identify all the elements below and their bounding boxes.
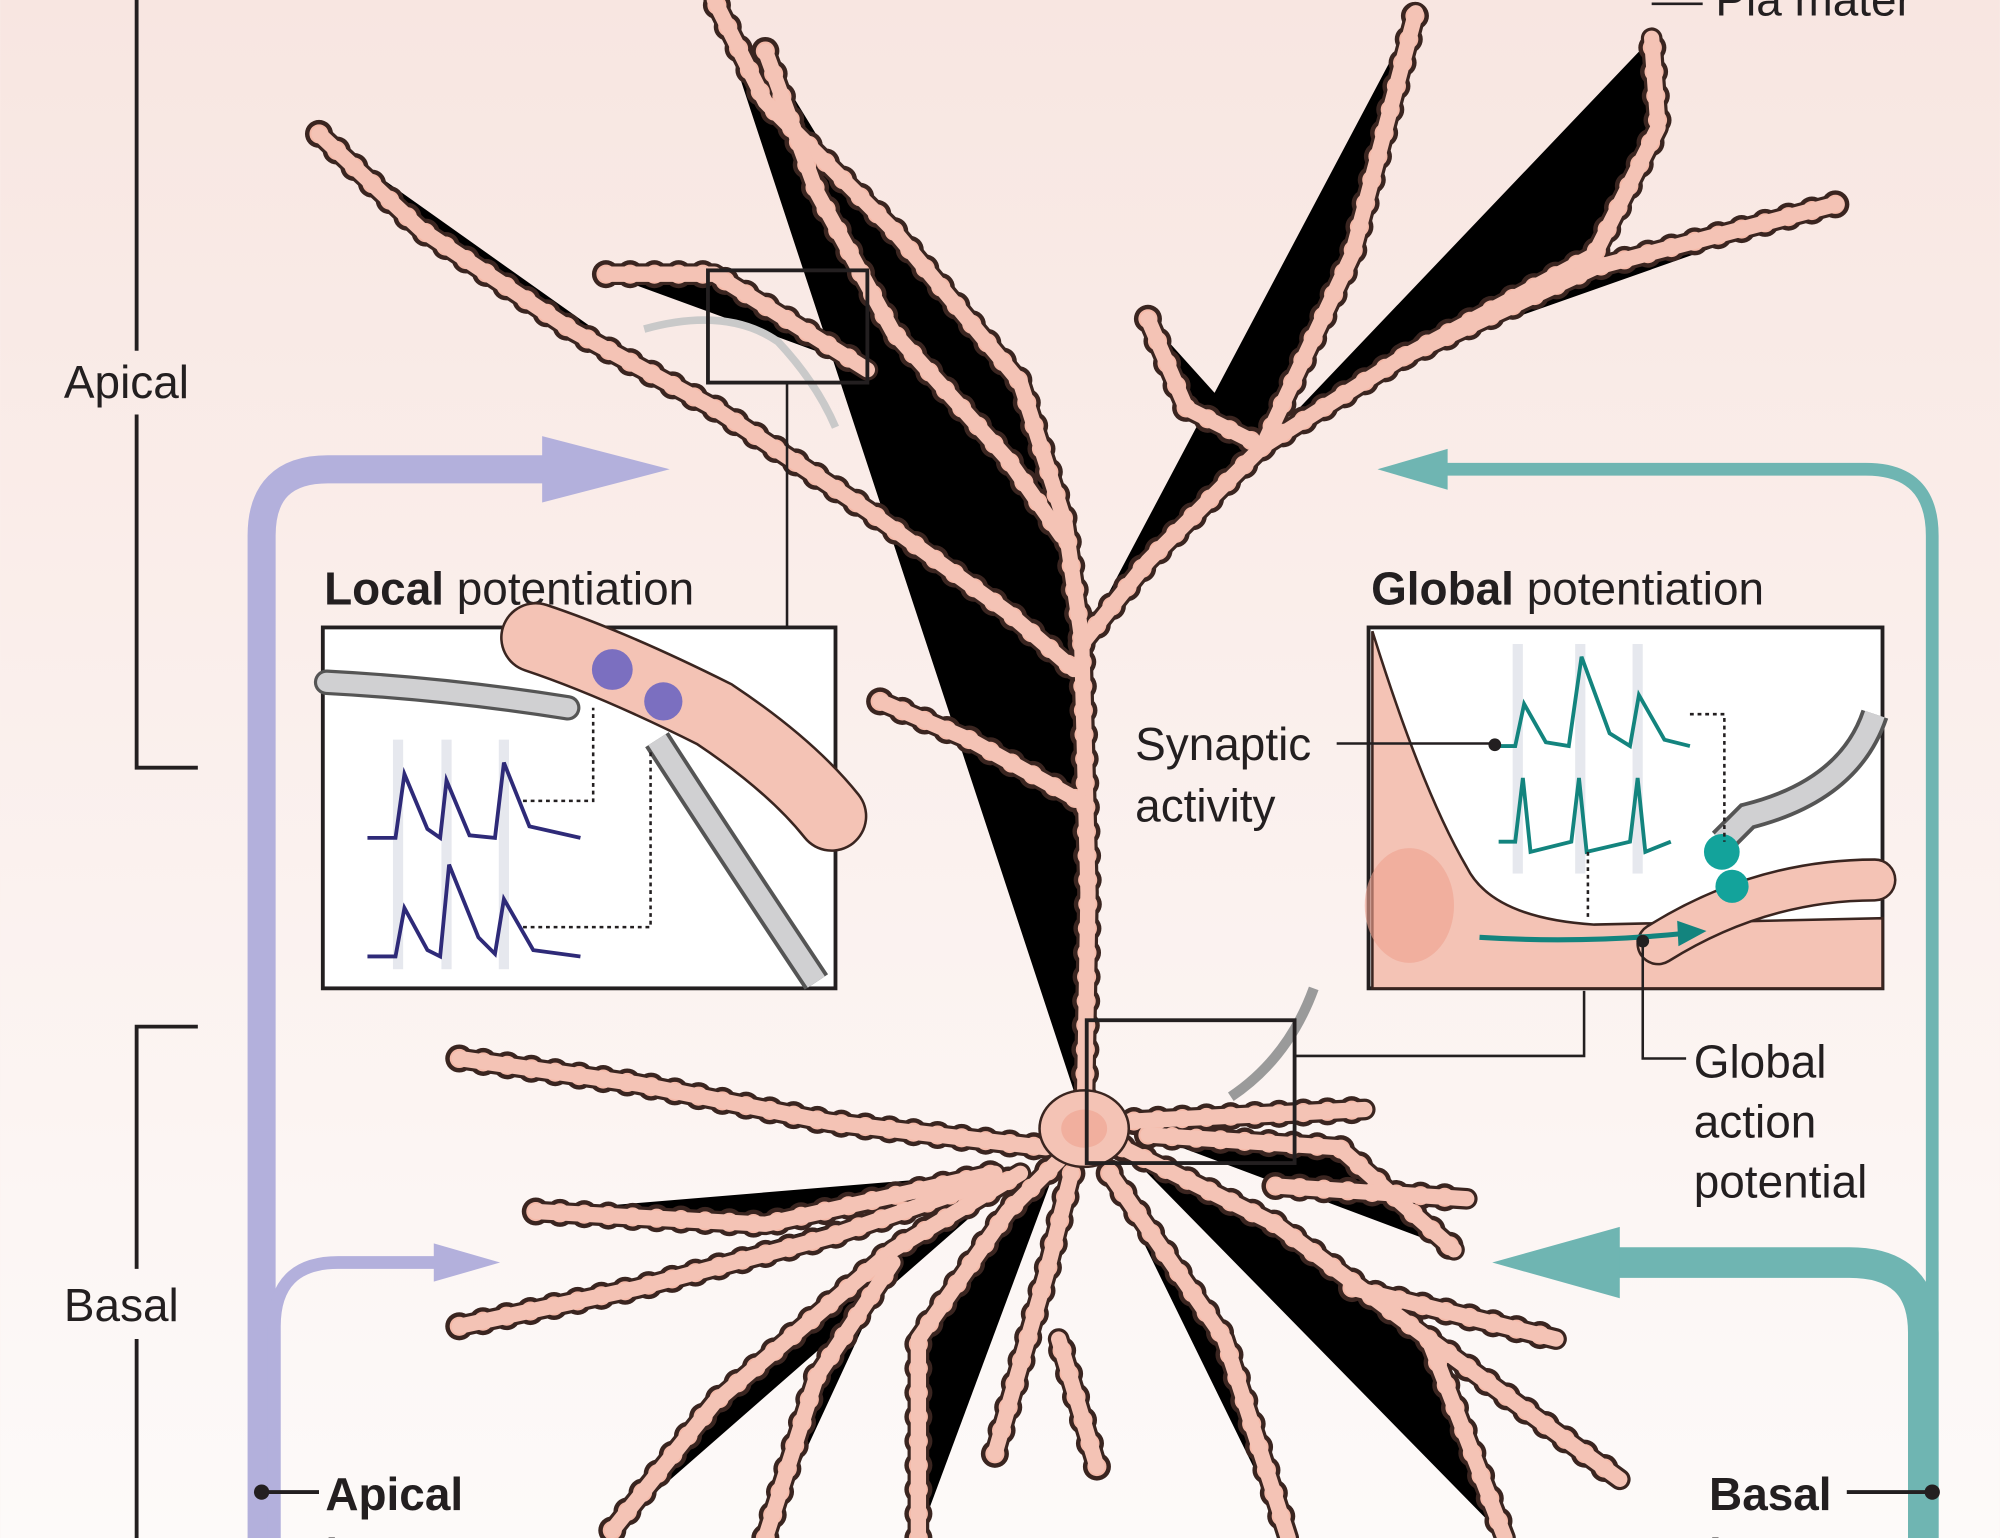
- local-trace-1: [367, 761, 581, 842]
- apical-layer-label: Apical: [64, 356, 189, 408]
- pia-mater-label: Pia mater: [1715, 0, 1911, 25]
- basal-layer-label: Basal: [64, 1279, 179, 1331]
- soma-zoom-connector: [1294, 990, 1586, 1058]
- axon: [1227, 986, 1319, 1101]
- apical-inputs-label: Apicalinputs: [325, 1468, 463, 1538]
- global-potentiation-title: Global potentiation: [1371, 562, 1764, 614]
- global-trace-1: [1498, 656, 1691, 750]
- basal-arrow-head-bottom: [1492, 1226, 1620, 1299]
- basal-arrow-head-top: [1377, 448, 1448, 490]
- global-potentiation-inset: [1364, 625, 1897, 991]
- global-trace-2: [1498, 777, 1672, 855]
- local-potentiation-inset: [313, 601, 868, 991]
- apical-arrow-head-bottom: [433, 1243, 501, 1282]
- apical-layer-bracket: [134, 0, 198, 770]
- soma-zoom-box: [1084, 1018, 1297, 1165]
- action-potential-arrow: [1479, 930, 1684, 943]
- basal-inputs-label: Basalinputs: [1709, 1468, 1847, 1538]
- local-trace-2: [367, 863, 581, 960]
- basal-layer-bracket: [134, 1024, 198, 1538]
- axon: [643, 316, 840, 429]
- local-potentiation-title: Local potentiation: [324, 562, 694, 614]
- neuron: [319, 0, 1837, 1538]
- basal-input-pathway: [1441, 462, 1939, 1538]
- apical-input-pathway: [247, 455, 562, 1538]
- apical-arrow-head-top: [542, 436, 670, 503]
